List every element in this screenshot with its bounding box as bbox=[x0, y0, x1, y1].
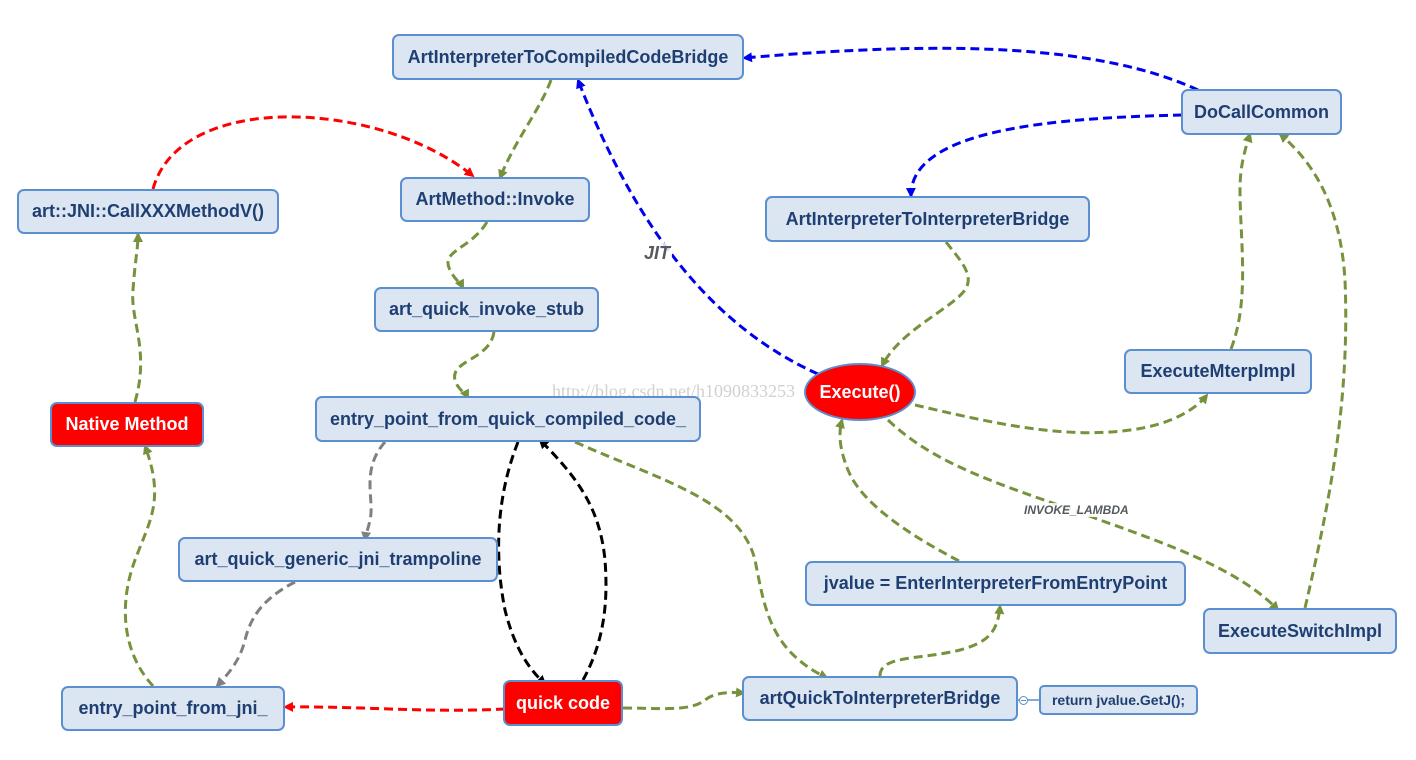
edge-bridge-compiled-to-method-invoke bbox=[498, 79, 553, 180]
node-jni-call-method[interactable]: art::JNI::CallXXXMethodV() bbox=[17, 189, 279, 234]
edge-quick-code-to-to-interp bbox=[622, 687, 746, 711]
edge-to-interp-to-enter-interp bbox=[878, 604, 1005, 677]
node-art-quick-to-interpreter-bridge[interactable]: artQuickToInterpreterBridge bbox=[742, 676, 1018, 721]
edge-entry-compiled-to-to-interp bbox=[574, 440, 829, 680]
node-native-method[interactable]: Native Method bbox=[50, 402, 204, 447]
edge-method-invoke-to-invoke-stub bbox=[446, 221, 489, 290]
edge-label-jit: JIT bbox=[642, 243, 673, 264]
edge-trampoline-to-entry-jni bbox=[215, 580, 296, 688]
edge-quick-code-to-entry-jni bbox=[283, 701, 506, 712]
edge-entry-compiled-to-quick-code bbox=[497, 441, 547, 686]
edge-invoke-stub-to-entry-compiled bbox=[453, 331, 496, 400]
node-art-quick-invoke-stub[interactable]: art_quick_invoke_stub bbox=[374, 287, 599, 332]
edge-execute-to-bridge-compiled bbox=[576, 78, 819, 376]
node-art-method-invoke[interactable]: ArtMethod::Invoke bbox=[400, 177, 590, 222]
node-entry-point-from-jni[interactable]: entry_point_from_jni_ bbox=[61, 686, 285, 731]
edge-quick-code-to-entry-compiled bbox=[538, 438, 608, 681]
node-execute-switch-impl[interactable]: ExecuteSwitchImpl bbox=[1203, 608, 1397, 654]
node-entry-point-from-quick-compiled-code[interactable]: entry_point_from_quick_compiled_code_ bbox=[315, 396, 701, 442]
edge-entry-jni-to-native-method bbox=[123, 444, 157, 688]
node-art-interpreter-to-interpreter-bridge[interactable]: ArtInterpreterToInterpreterBridge bbox=[765, 196, 1090, 242]
node-execute-mterp-impl[interactable]: ExecuteMterpImpl bbox=[1124, 349, 1312, 394]
node-art-interpreter-to-compiled-code-bridge[interactable]: ArtInterpreterToCompiledCodeBridge bbox=[392, 34, 744, 80]
edge-label-invoke-lambda: INVOKE_LAMBDA bbox=[1022, 503, 1131, 517]
edge-bridge-interp-to-execute bbox=[880, 241, 970, 368]
edge-execute-to-mterp bbox=[914, 393, 1209, 435]
node-quick-code[interactable]: quick code bbox=[503, 680, 623, 726]
node-execute[interactable]: Execute() bbox=[804, 363, 916, 421]
edge-execute-to-switch-impl bbox=[886, 418, 1280, 612]
edge-jni-call-to-method-invoke bbox=[151, 115, 475, 190]
edge-native-method-to-jni-call bbox=[131, 232, 143, 403]
edge-entry-compiled-to-trampoline bbox=[361, 441, 387, 542]
node-do-call-common[interactable]: DoCallCommon bbox=[1181, 89, 1342, 135]
edge-mterp-to-docall bbox=[1229, 132, 1253, 350]
edge-enter-interp-to-execute bbox=[835, 418, 960, 563]
edge-switch-impl-to-docall bbox=[1278, 132, 1348, 609]
edge-docall-to-bridge-interp bbox=[905, 113, 1183, 198]
node-enter-interpreter-from-entry-point[interactable]: jvalue = EnterInterpreterFromEntryPoint bbox=[805, 561, 1186, 606]
node-return-jvalue[interactable]: return jvalue.GetJ(); bbox=[1039, 685, 1198, 715]
edge-docall-to-bridge-compiled bbox=[742, 46, 1199, 92]
node-art-quick-generic-jni-trampoline[interactable]: art_quick_generic_jni_trampoline bbox=[178, 537, 498, 582]
collapse-toggle-icon[interactable] bbox=[1019, 696, 1028, 705]
